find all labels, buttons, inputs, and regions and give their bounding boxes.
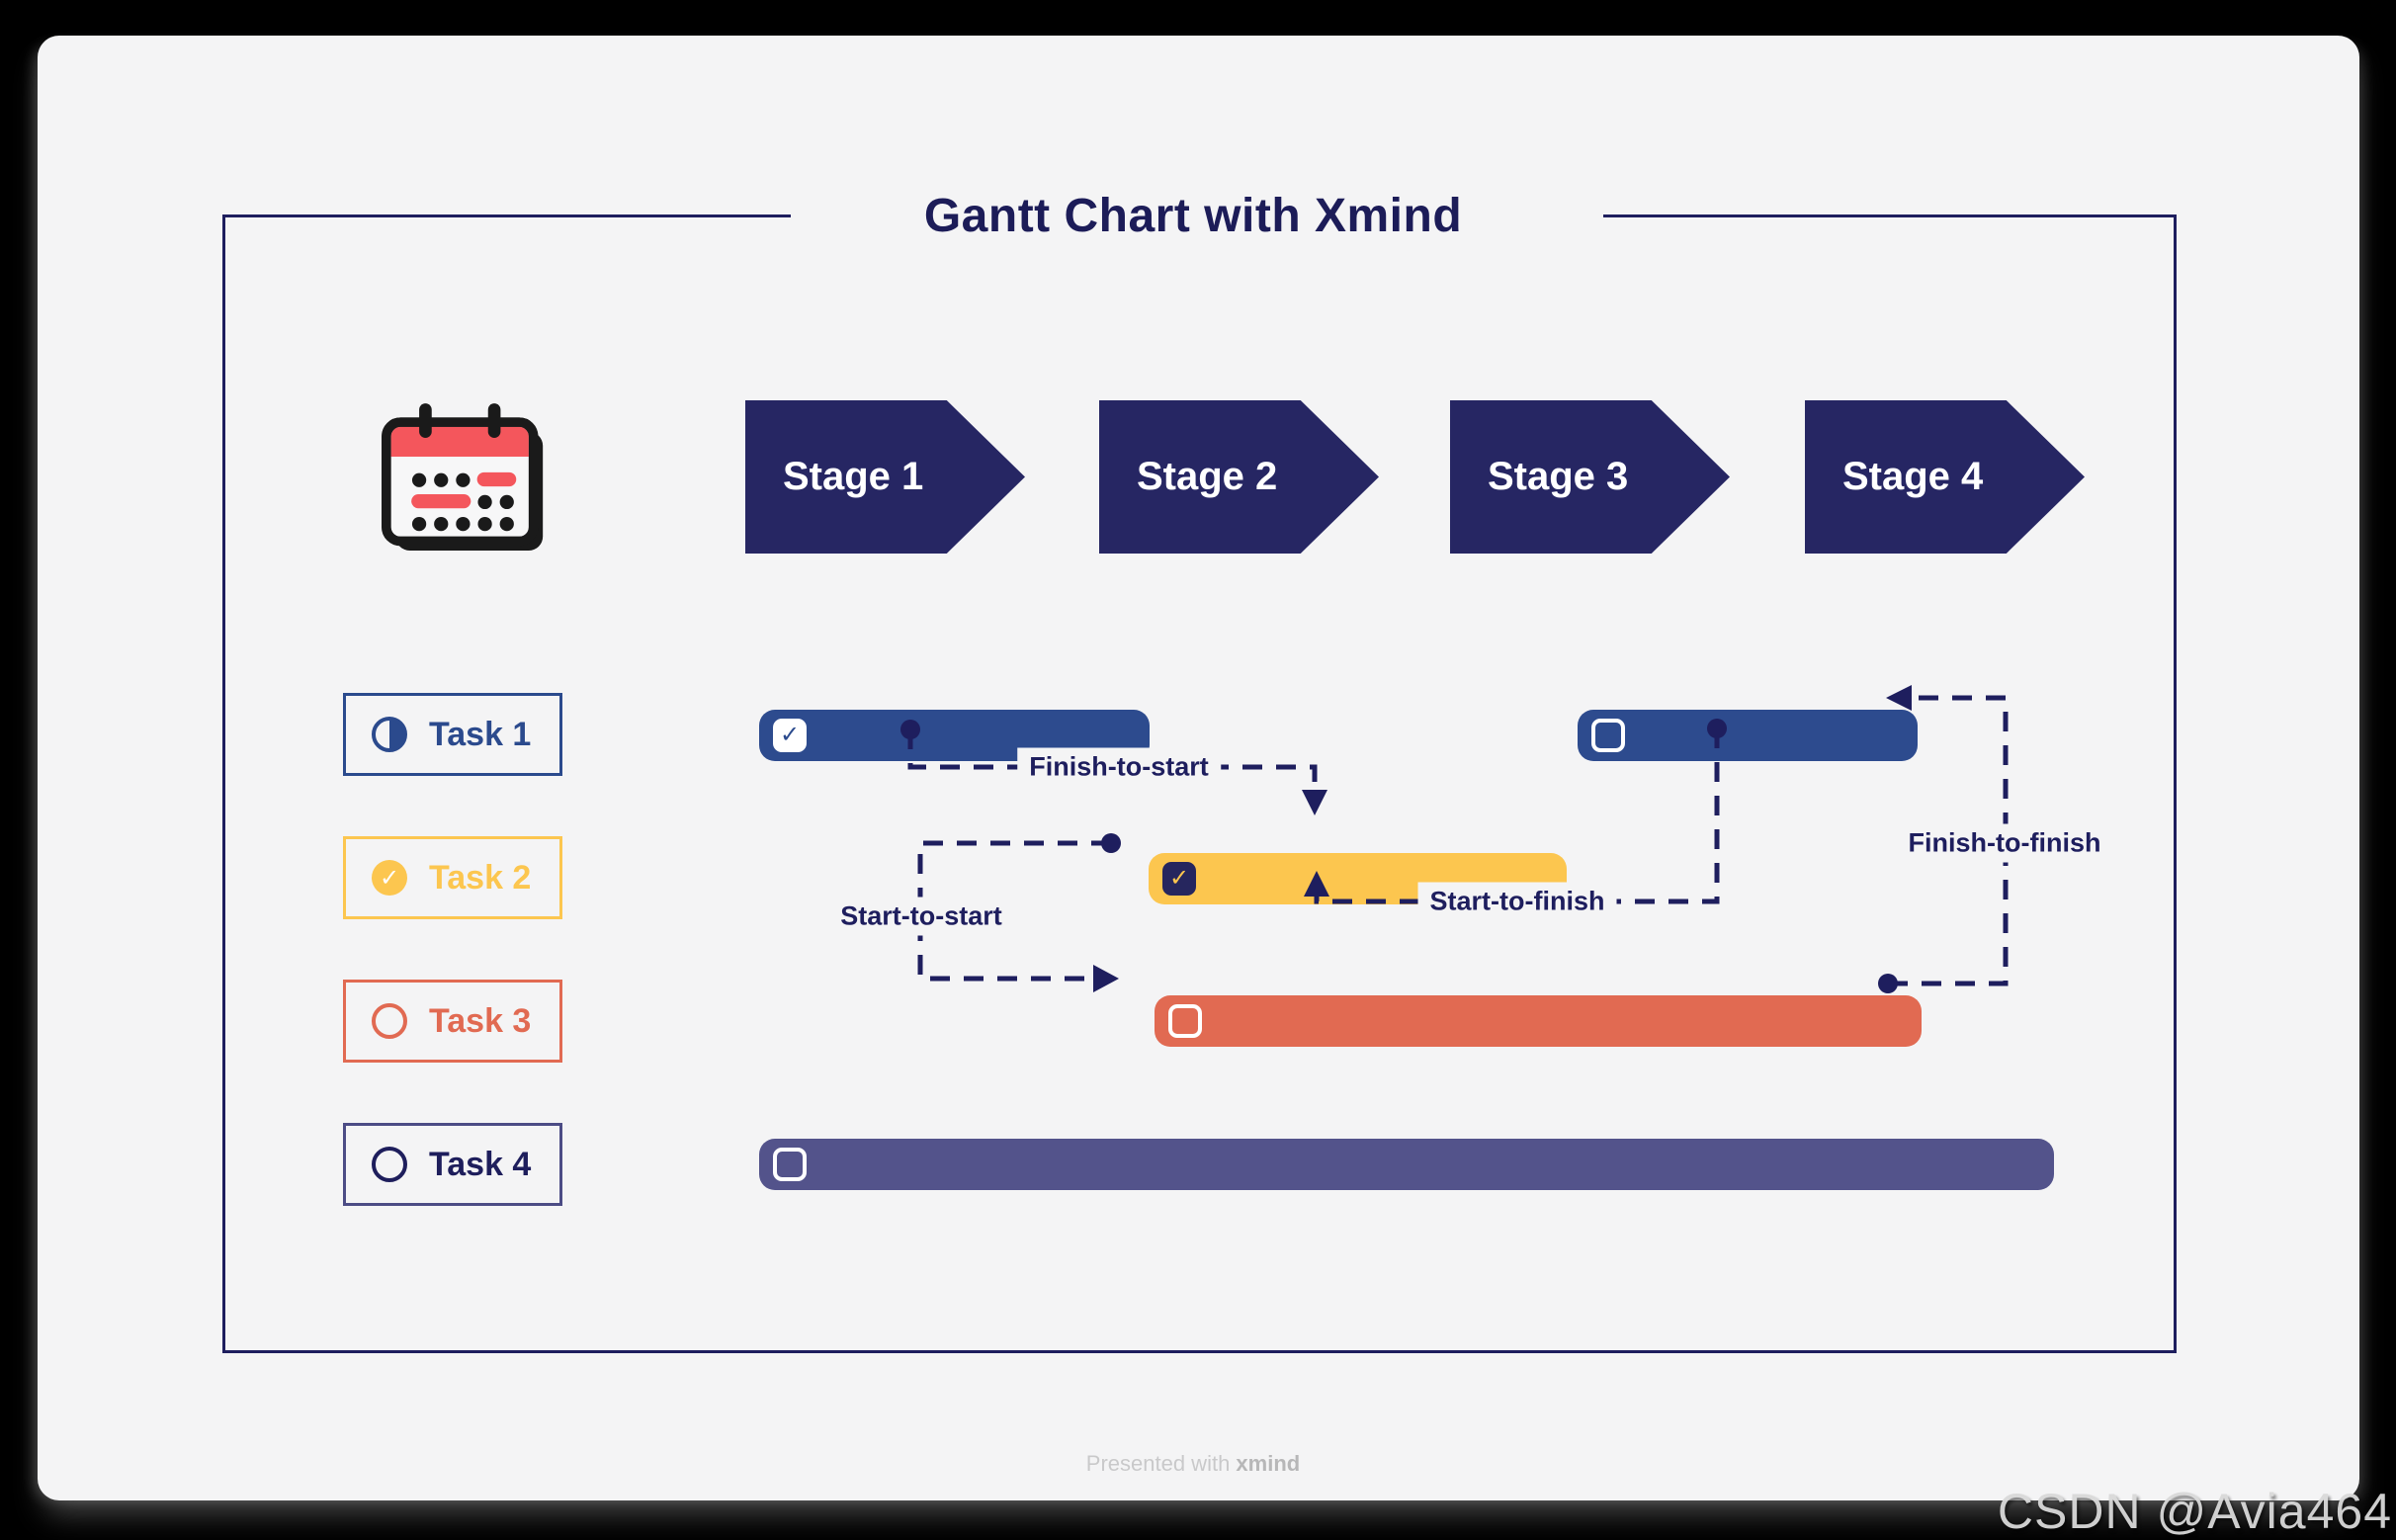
task-label: Task 1 — [429, 715, 532, 753]
xmind-brand: xmind — [1236, 1451, 1301, 1476]
checkbox-unchecked-icon[interactable] — [773, 1148, 807, 1181]
checkbox-unchecked-icon[interactable] — [1591, 719, 1625, 752]
connector-label-finish-to-start: Finish-to-start — [1017, 747, 1221, 787]
checkbox-unchecked-icon[interactable] — [1168, 1004, 1202, 1038]
checkbox-checked-icon[interactable]: ✓ — [773, 719, 807, 752]
presented-with-note: Presented with xmind — [1086, 1451, 1300, 1477]
half-filled-circle-icon — [372, 717, 407, 752]
task-label: Task 3 — [429, 1001, 532, 1040]
stage-label: Stage 2 — [1137, 455, 1278, 498]
page-title: Gantt Chart with Xmind — [923, 190, 1463, 242]
task-label: Task 2 — [429, 858, 532, 897]
gantt-bar-task1-segment2 — [1578, 710, 1918, 761]
connector-label-start-to-finish: Start-to-finish — [1417, 882, 1617, 921]
task-legend-3: Task 3 — [343, 980, 562, 1063]
stage-label: Stage 3 — [1488, 455, 1629, 498]
calendar-icon — [382, 403, 544, 551]
checkbox-checked-icon[interactable]: ✓ — [1162, 862, 1196, 896]
task-legend-2: ✓ Task 2 — [343, 836, 562, 919]
frame-title-gap — [791, 211, 1603, 221]
connector-label-finish-to-finish: Finish-to-finish — [1896, 823, 2113, 863]
task-label: Task 4 — [429, 1145, 532, 1183]
task-legend-1: Task 1 — [343, 693, 562, 776]
check-circle-icon: ✓ — [372, 860, 407, 896]
empty-circle-icon — [372, 1147, 407, 1182]
watermark: CSDN @Avia464 — [1997, 1484, 2392, 1539]
task-legend-4: Task 4 — [343, 1123, 562, 1206]
presented-with-text: Presented with — [1085, 1451, 1231, 1476]
empty-circle-icon — [372, 1003, 407, 1039]
gantt-bar-task4 — [759, 1139, 2054, 1190]
gantt-bar-task3 — [1155, 995, 1922, 1047]
stage-label: Stage 1 — [783, 455, 924, 498]
connector-label-start-to-start: Start-to-start — [828, 897, 1014, 936]
stage-label: Stage 4 — [1842, 455, 1984, 498]
